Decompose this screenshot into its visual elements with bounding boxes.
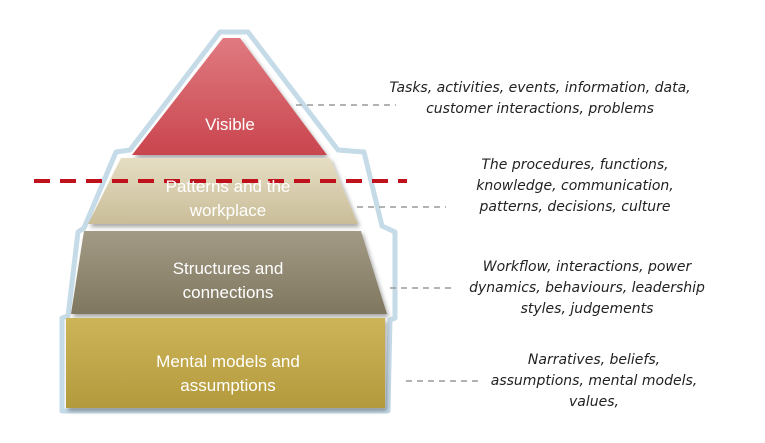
description-line: Tasks, activities, events, information, … [389,80,691,96]
description-structures: Workflow, interactions, power dynamics, … [456,257,718,320]
layer-label-line: workplace [189,201,267,220]
description-line: assumptions, mental models, [490,373,698,389]
layer-label-line: assumptions [180,376,276,395]
layer-label-line: Patterns and the [165,177,291,196]
layer-label-line: connections [182,283,274,302]
description-line: customer interactions, problems [426,101,654,117]
description-line: Workflow, interactions, power [482,259,692,275]
layer-structures-and-connections [71,231,387,314]
layer-label-line: Mental models and [156,352,300,371]
description-line: values, [569,394,619,410]
layer-label-patterns: Patterns and the workplace [128,175,328,223]
description-line: dynamics, behaviours, leadership [469,280,705,296]
description-line: patterns, decisions, culture [479,199,671,215]
layer-visible [132,38,327,155]
description-line: knowledge, communication, [476,178,674,194]
description-mental-models: Narratives, beliefs, assumptions, mental… [478,350,710,413]
description-line: Narratives, beliefs, [527,352,661,368]
layer-label-mental-models: Mental models and assumptions [108,350,348,398]
description-line: styles, judgements [520,301,654,317]
description-patterns: The procedures, functions, knowledge, co… [460,155,690,218]
layer-patterns-and-workplace [88,158,358,224]
pyramid-outline [59,29,398,414]
layer-label-visible: Visible [180,113,280,137]
layer-label-line: Structures and [172,259,284,278]
layer-mental-models-and-assumptions [66,318,385,408]
layer-label-structures: Structures and connections [118,257,338,305]
description-line: The procedures, functions, [481,157,669,173]
description-visible: Tasks, activities, events, information, … [380,78,700,120]
layer-label-line: Visible [205,115,255,134]
